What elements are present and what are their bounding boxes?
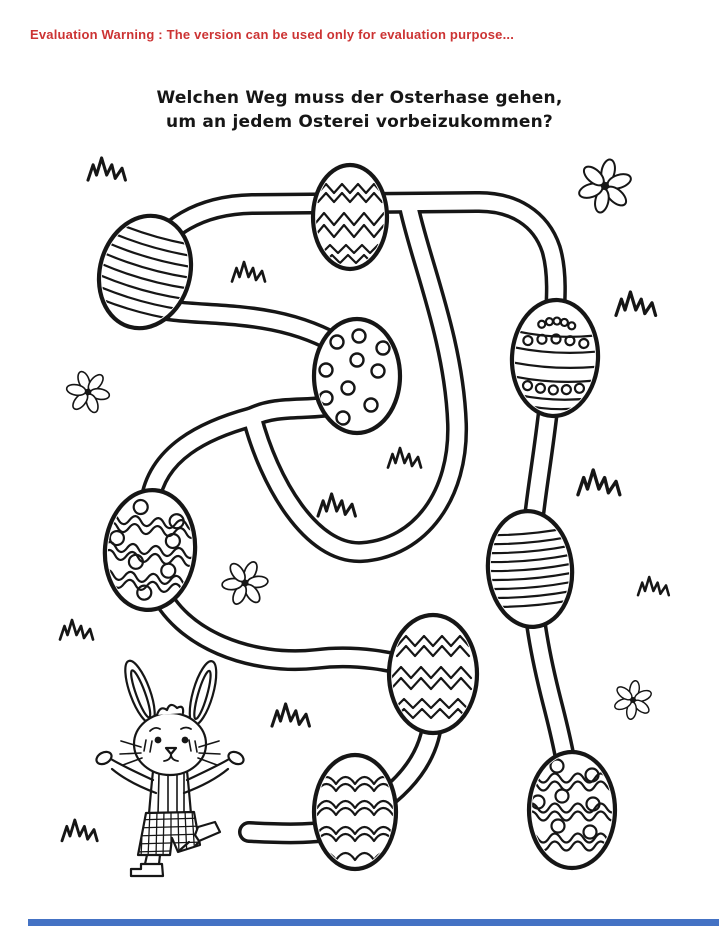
egg-top-left xyxy=(89,213,201,331)
egg-bottom-center xyxy=(386,612,480,736)
grass-icon xyxy=(60,818,99,843)
flower-icon xyxy=(59,363,117,421)
evaluation-watermark: Evaluation Warning : The version can be … xyxy=(30,27,515,42)
flower-icon xyxy=(213,551,277,615)
easter-bunny-illustration xyxy=(95,659,245,878)
grass-icon xyxy=(58,618,95,641)
bunny-head xyxy=(119,703,221,777)
grass-icon xyxy=(614,290,658,318)
grass-icon xyxy=(316,492,357,518)
grass-icon xyxy=(230,260,267,283)
grass-icon xyxy=(576,468,622,497)
bunny-shorts xyxy=(136,810,202,857)
bunny-legs xyxy=(129,820,222,878)
grass-icon xyxy=(636,575,671,597)
title-line-1: Welchen Weg muss der Osterhase gehen, xyxy=(156,88,563,108)
egg-bottom-right xyxy=(526,749,618,871)
egg-top-right xyxy=(509,297,601,419)
egg-bottom-left xyxy=(311,752,399,872)
bottom-accent-bar xyxy=(28,919,719,926)
grass-icon xyxy=(386,446,423,469)
grass-icon xyxy=(270,702,311,728)
egg-top-center xyxy=(310,162,390,272)
flower-icon xyxy=(572,153,638,219)
grass-icon xyxy=(86,156,127,182)
bunny-body xyxy=(147,769,193,816)
bunny-ears xyxy=(124,659,218,726)
egg-mid-right xyxy=(485,509,575,629)
egg-mid-left xyxy=(102,487,198,613)
egg-center xyxy=(311,316,403,436)
page-title: Welchen Weg muss der Osterhase gehen, um… xyxy=(0,86,719,134)
title-line-2: um an jedem Osterei vorbeizukommen? xyxy=(166,112,553,132)
flower-icon xyxy=(610,677,656,723)
